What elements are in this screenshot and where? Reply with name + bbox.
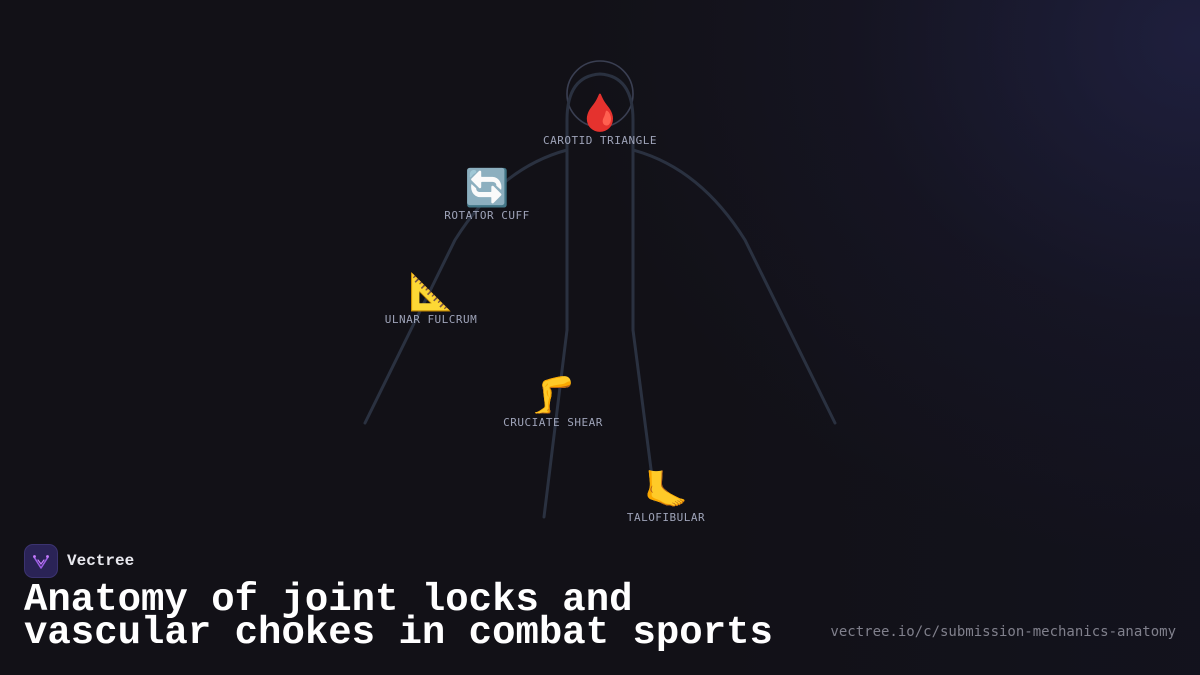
marker-rotator-cuff[interactable]: 🔄 ROTATOR CUFF xyxy=(444,168,530,223)
left-leg-outline xyxy=(542,328,569,519)
blood-drop-icon: 🩸 xyxy=(577,93,623,134)
right-arm-outline xyxy=(631,148,837,425)
leg-icon: 🦵 xyxy=(530,375,576,416)
foot-icon: 🦶 xyxy=(643,470,689,511)
brand-name: Vectree xyxy=(67,552,135,570)
marker-ulnar-fulcrum[interactable]: 📐 ULNAR FULCRUM xyxy=(384,272,478,327)
marker-label: ULNAR FULCRUM xyxy=(384,313,478,326)
marker-label: ROTATOR CUFF xyxy=(444,209,530,222)
marker-cruciate-shear[interactable]: 🦵 CRUCIATE SHEAR xyxy=(503,375,603,430)
page-url[interactable]: vectree.io/c/submission-mechanics-anatom… xyxy=(830,624,1176,640)
page-title: Anatomy of joint locks and vascular chok… xyxy=(24,578,773,655)
torso-outline xyxy=(565,72,635,332)
marker-label: CAROTID TRIANGLE xyxy=(543,134,657,147)
marker-label: CRUCIATE SHEAR xyxy=(503,416,603,429)
marker-label: TALOFIBULAR xyxy=(626,511,706,524)
brand[interactable]: Vectree xyxy=(24,544,134,578)
head-outline xyxy=(566,60,634,128)
right-leg-outline xyxy=(631,328,657,502)
marker-carotid-triangle[interactable]: 🩸 CAROTID TRIANGLE xyxy=(543,93,657,148)
marker-talofibular[interactable]: 🦶 TALOFIBULAR xyxy=(626,470,706,525)
left-arm-outline xyxy=(363,148,569,425)
triangle-ruler-icon: 📐 xyxy=(408,272,454,313)
vectree-logo-icon xyxy=(24,544,58,578)
rotate-arrows-icon: 🔄 xyxy=(464,168,510,209)
